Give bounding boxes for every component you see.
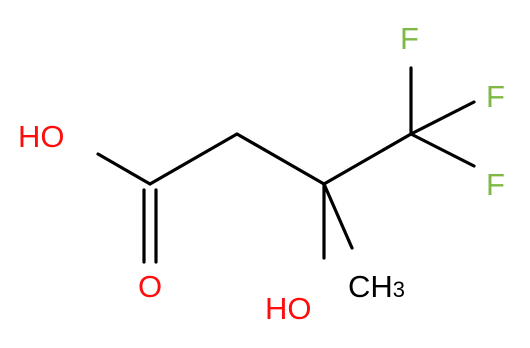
bond-quaternary-carbon-methyl bbox=[322, 182, 354, 250]
fluorine-middle-label: F bbox=[486, 79, 505, 114]
bond-hydroxyl-carbonyl-carbon bbox=[96, 152, 152, 186]
hydroxyl-tertiary-label: HO bbox=[265, 291, 312, 326]
bond-cf3-fluorine-bottom bbox=[409, 132, 476, 168]
bond-carbonyl-carbon-ch2 bbox=[148, 132, 239, 186]
bond-cf3-fluorine-middle bbox=[409, 100, 476, 136]
methyl-subscript: 3 bbox=[393, 277, 405, 302]
methyl-label: CH3 bbox=[348, 269, 405, 304]
bond-ch2-quaternary-carbon bbox=[235, 132, 326, 186]
bond-quaternary-carbon-cf3 bbox=[322, 132, 413, 186]
carbonyl-oxygen-label: O bbox=[138, 269, 162, 304]
fluorine-bottom-label: F bbox=[486, 167, 505, 202]
methyl-main: CH bbox=[348, 269, 393, 304]
hydroxyl-acid-label: HO bbox=[18, 119, 65, 154]
bonds bbox=[96, 66, 476, 264]
fluorine-top-label: F bbox=[400, 21, 419, 56]
atom-labels: HO O HO CH3 F F F bbox=[18, 21, 505, 326]
